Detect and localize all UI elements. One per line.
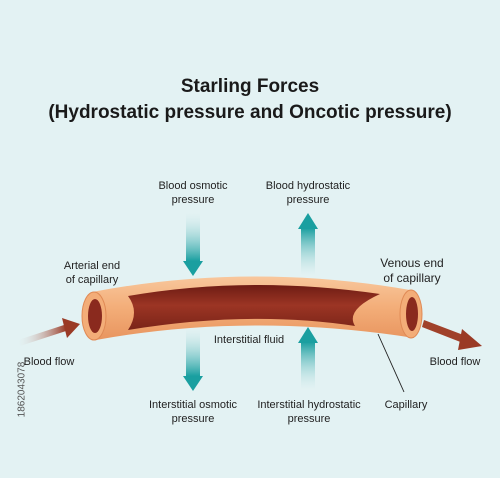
capillary-label: Capillary xyxy=(384,399,428,411)
interstitial-osmotic-label: Interstitial osmotic pressure xyxy=(148,399,238,425)
blood-osmotic-label: Blood osmotic pressure xyxy=(158,180,228,206)
blood-hydrostatic-label: Blood hydrostatic pressure xyxy=(265,180,351,206)
venous-end-label: Venous end of capillary xyxy=(380,256,444,285)
blood-flow-right-label: Blood flow xyxy=(429,356,481,368)
capillary-pointer-line xyxy=(377,333,405,393)
diagram-title: Starling Forces xyxy=(180,76,320,97)
diagram-subtitle: (Hydrostatic pressure and Oncotic pressu… xyxy=(48,102,452,123)
blood-osmotic-arrow xyxy=(183,213,203,276)
stock-id: 1862043078 xyxy=(16,361,28,418)
blood-flow-in-arrow xyxy=(18,318,80,346)
capillary-vessel xyxy=(81,276,423,341)
interstitial-osmotic-arrow xyxy=(183,328,203,391)
interstitial-fluid-label: Interstitial fluid xyxy=(213,334,285,346)
blood-flow-left-label: Blood flow xyxy=(23,356,75,368)
interstitial-hydrostatic-arrow xyxy=(298,327,318,390)
blood-hydrostatic-arrow xyxy=(298,213,318,276)
arterial-end-label: Arterial end of capillary xyxy=(63,260,121,286)
blood-flow-out-arrow xyxy=(422,320,482,350)
stock-bar xyxy=(0,478,500,500)
interstitial-hydrostatic-label: Interstitial hydrostatic pressure xyxy=(257,399,361,425)
